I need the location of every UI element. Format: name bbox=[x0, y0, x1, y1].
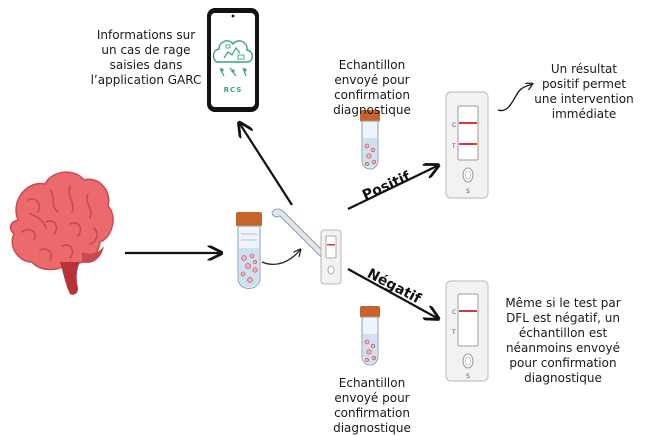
negative-note: Même si le test par DFL est négatif, un … bbox=[505, 296, 621, 385]
test-cassette-negative bbox=[445, 280, 489, 382]
arrow-to-phone bbox=[240, 124, 293, 206]
test-cassette-icon bbox=[320, 229, 342, 285]
cassette-mark-s: S bbox=[466, 373, 470, 380]
garc-note: Informations sur un cas de rage saisies … bbox=[90, 28, 202, 87]
cloud-logo-icon bbox=[212, 40, 254, 77]
brain-icon bbox=[9, 171, 114, 295]
phone-logo-text: RCS bbox=[224, 86, 243, 94]
control-line bbox=[459, 122, 477, 124]
cassette-mark-t: T bbox=[451, 329, 456, 336]
arrow-negative bbox=[347, 268, 437, 318]
cassette-mark-c: C bbox=[452, 309, 456, 316]
arrow-positive bbox=[347, 166, 437, 210]
positive-label: Positif bbox=[360, 168, 414, 204]
curved-arrow-icon bbox=[497, 84, 532, 112]
cassette-mark-c: C bbox=[452, 122, 456, 129]
cassette-mark-t: T bbox=[451, 143, 456, 150]
control-line bbox=[459, 310, 477, 312]
negative-label: Négatif bbox=[364, 266, 424, 308]
test-cassette-positive bbox=[445, 91, 489, 199]
positive-note: Un résultat positif permet une intervent… bbox=[534, 62, 634, 121]
sample-tube-icon bbox=[360, 110, 380, 170]
curved-arrow-icon bbox=[261, 250, 300, 265]
sample-tube-icon bbox=[360, 306, 380, 366]
sample-note-bottom: Echantillon envoyé pour confirmation dia… bbox=[333, 376, 411, 435]
sample-tube-icon bbox=[236, 212, 262, 289]
sample-note-top: Echantillon envoyé pour confirmation dia… bbox=[333, 58, 411, 117]
test-line bbox=[459, 143, 477, 145]
cassette-mark-s: S bbox=[466, 188, 470, 195]
phone-icon bbox=[207, 8, 259, 112]
